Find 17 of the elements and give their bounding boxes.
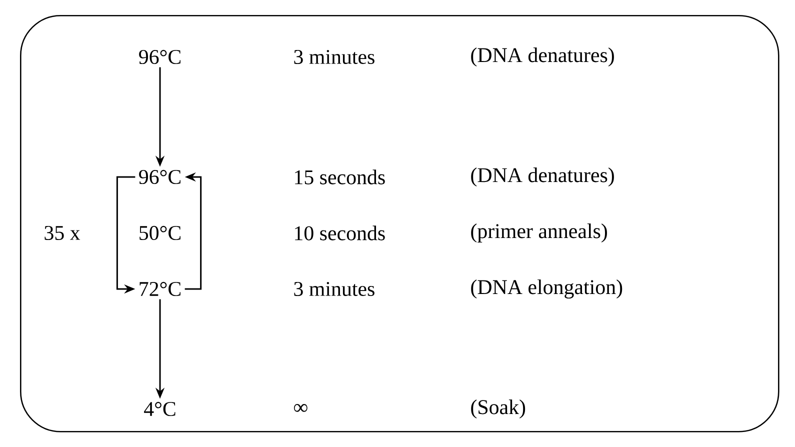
step-description: (DNA elongation) — [471, 279, 622, 298]
repeat-count: 35 x — [44, 226, 80, 240]
step-description: (primer anneals) — [471, 224, 607, 242]
temperature-text: 4°C — [144, 402, 176, 416]
step-description: (DNA denatures) — [471, 48, 614, 66]
duration-text: 10 seconds — [295, 226, 385, 240]
duration-text: ∞ — [294, 404, 308, 412]
duration-text: 3 minutes — [294, 282, 374, 296]
step-description: (Soak) — [471, 400, 526, 418]
frame-box — [20, 14, 780, 432]
duration-text: 3 minutes — [294, 50, 374, 64]
temperature-text: 50°C — [140, 226, 180, 240]
temperature-text: 96°C — [139, 50, 180, 64]
duration-text: 15 seconds — [295, 170, 385, 184]
temperature-text: 96°C — [139, 170, 180, 184]
temperature-text: 72°C — [140, 282, 180, 296]
step-description: (DNA denatures) — [471, 168, 614, 186]
